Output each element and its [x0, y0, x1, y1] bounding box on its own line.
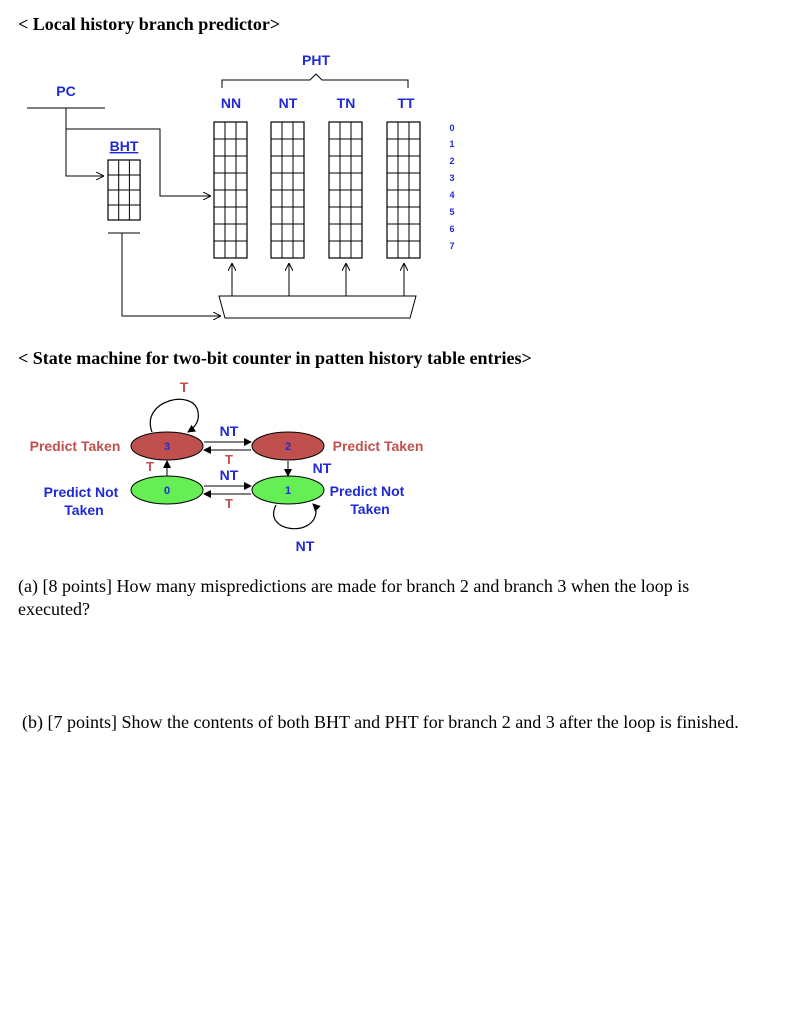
row-index: 6 — [449, 224, 454, 234]
question-b: (b) [7 points] Show the contents of both… — [22, 712, 739, 732]
label-t-mid: T — [225, 452, 233, 467]
state-2 — [251, 431, 325, 461]
row-index: 7 — [449, 241, 454, 251]
pht-tables — [213, 121, 421, 259]
pht-column-tn — [328, 121, 363, 259]
pht-column-label-nn: NN — [221, 95, 241, 111]
pht-row-indices: 0 1 2 3 4 5 6 7 — [449, 123, 454, 251]
pht-column-tt — [386, 121, 421, 259]
row-index: 1 — [449, 139, 454, 149]
question-a: (a) [8 points] How many mispredictions a… — [18, 576, 690, 619]
state-1-id: 1 — [285, 485, 291, 497]
pc-to-pht-wire — [65, 108, 210, 196]
pc-to-bht-wire — [65, 108, 103, 176]
label-t-self: T — [180, 379, 189, 395]
self-loop-taken — [149, 398, 199, 433]
state-machine-heading: < State machine for two-bit counter in p… — [18, 348, 532, 368]
pht-column-label-tn: TN — [337, 95, 356, 111]
row-index: 3 — [449, 173, 454, 183]
state-0-id: 0 — [164, 485, 170, 497]
label-predict-not-right-1: Predict Not — [330, 483, 405, 499]
row-index: 0 — [449, 123, 454, 133]
label-nt-right: NT — [313, 460, 332, 476]
pht-column-label-tt: TT — [397, 95, 415, 111]
pht-column-label-nt: NT — [279, 95, 298, 111]
self-loop-not-taken — [273, 503, 321, 530]
bht-label: BHT — [110, 138, 139, 154]
state-2-id: 2 — [285, 441, 291, 453]
label-predict-not-right-2: Taken — [350, 501, 389, 517]
row-index: 4 — [449, 190, 454, 200]
local-history-predictor: PHT PC BHT NN NT TN TT 0 1 2 3 4 5 6 7 — [27, 52, 455, 318]
label-nt-mid: NT — [220, 467, 239, 483]
pht-column-nt — [270, 121, 305, 259]
state-machine: T 3 2 0 1 NT T NT T T NT NT Predict Take… — [30, 379, 424, 554]
label-nt-bottom: NT — [296, 538, 315, 554]
local-predictor-heading: < Local history branch predictor> — [18, 14, 281, 34]
bht-grid — [107, 159, 141, 221]
bht-to-mux-wire — [121, 233, 220, 316]
pht-column-nn — [213, 121, 248, 259]
label-predict-not-left-2: Taken — [64, 502, 103, 518]
row-index: 2 — [449, 156, 454, 166]
label-predict-not-left-1: Predict Not — [44, 484, 119, 500]
label-t-low: T — [225, 496, 233, 511]
pht-brace — [221, 73, 409, 88]
label-predict-taken-right: Predict Taken — [333, 438, 424, 454]
row-index: 5 — [449, 207, 454, 217]
pc-label: PC — [56, 83, 75, 99]
label-predict-taken-left: Predict Taken — [30, 438, 121, 454]
mux — [218, 295, 417, 319]
label-t-left: T — [146, 459, 154, 474]
state-3-id: 3 — [164, 441, 170, 453]
bht-table — [107, 159, 141, 221]
pht-label: PHT — [302, 52, 330, 68]
label-nt-top: NT — [220, 423, 239, 439]
